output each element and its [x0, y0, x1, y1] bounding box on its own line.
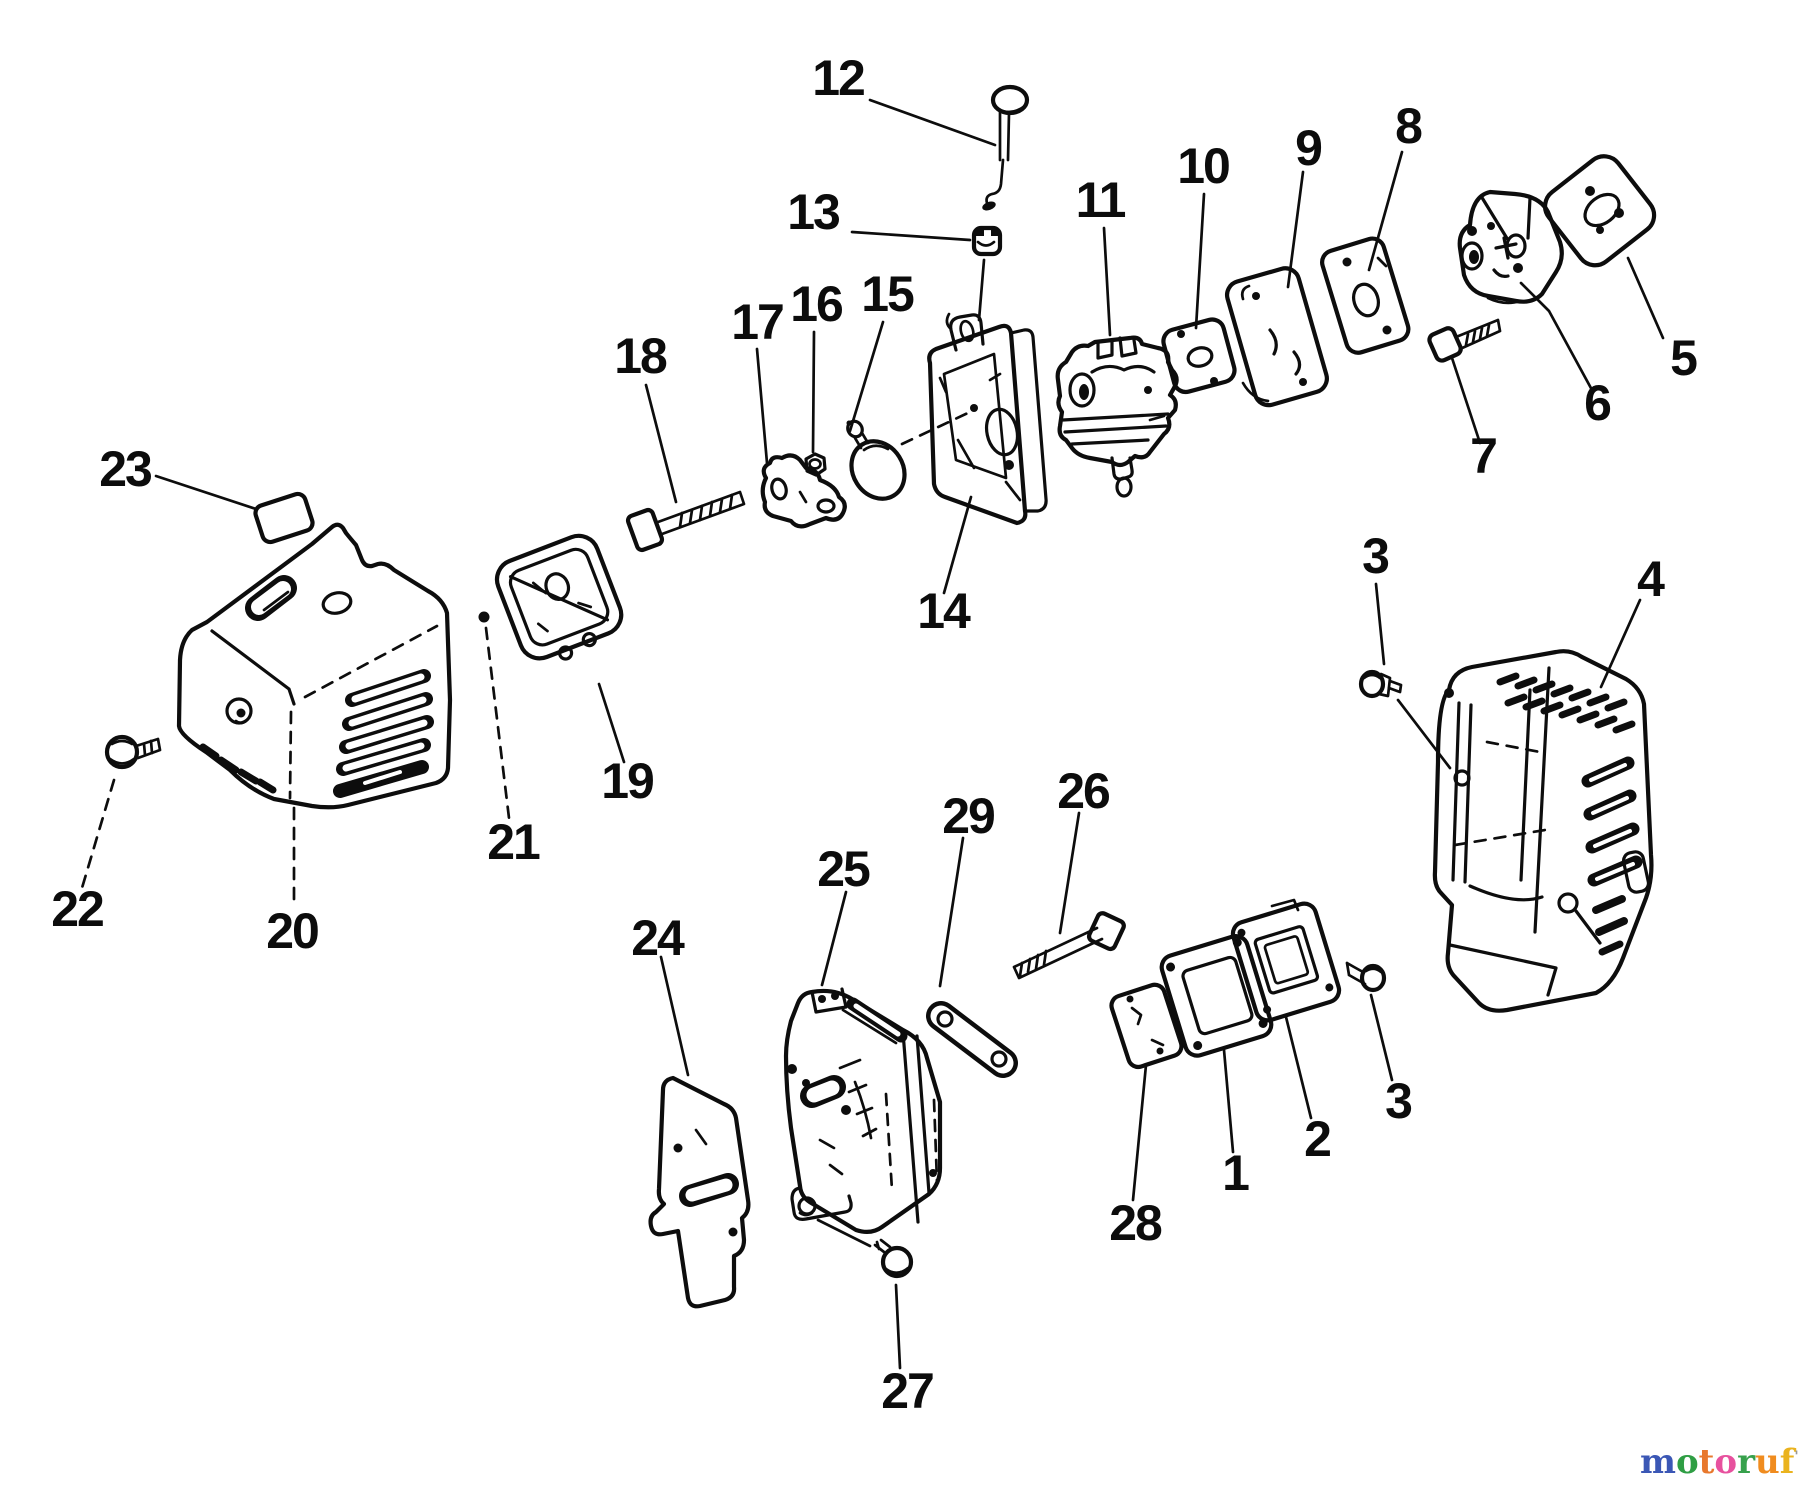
callout-4: 4 — [1637, 551, 1665, 607]
part-intake-gasket — [1320, 236, 1411, 355]
cover-louvers — [333, 669, 434, 798]
part-muffler-bolt — [1427, 318, 1502, 363]
part-air-cleaner-cover — [176, 522, 453, 810]
callout-26: 26 — [1057, 763, 1109, 819]
callout-13: 13 — [787, 184, 839, 240]
callout-10: 10 — [1177, 138, 1229, 194]
callout-25: 25 — [817, 841, 870, 897]
callout-2: 2 — [1304, 1111, 1330, 1167]
watermark-letter: f — [1779, 1442, 1795, 1483]
callout-6: 6 — [1584, 375, 1610, 431]
callout-19: 19 — [601, 753, 653, 809]
part-exhaust-port-gasket — [1159, 933, 1274, 1058]
part-muffler-long-bolt — [1012, 911, 1126, 980]
watermark-letter: t — [1698, 1442, 1715, 1483]
part-muffler-strap — [926, 1001, 1018, 1078]
part-heat-shield — [648, 1075, 751, 1309]
part-pin — [478, 611, 490, 623]
callout-5: 5 — [1670, 330, 1697, 386]
callout-3-upper: 3 — [1362, 528, 1388, 584]
part-flange-bolt-lower — [1345, 961, 1387, 993]
callout-20: 20 — [266, 903, 318, 959]
callout-12: 12 — [812, 50, 864, 106]
part-exhaust-flange — [1230, 898, 1342, 1023]
callout-21: 21 — [487, 814, 540, 870]
part-exhaust-gasket-upper — [1542, 154, 1657, 268]
watermark-trademark-mark: ' — [1794, 1449, 1799, 1465]
part-primer-bulb — [846, 419, 907, 501]
callout-9: 9 — [1295, 120, 1321, 176]
callout-1: 1 — [1222, 1145, 1249, 1201]
callout-18: 18 — [614, 328, 667, 384]
cover-top-vents — [1496, 672, 1636, 734]
part-muffler-cover — [1432, 649, 1654, 1013]
part-decal — [253, 491, 315, 545]
part-air-filter-element — [494, 533, 624, 661]
part-carburetor — [1055, 335, 1179, 498]
watermark-letter: u — [1755, 1442, 1780, 1483]
part-choke-rod — [982, 84, 1030, 211]
part-carburetor-gasket — [1161, 317, 1237, 395]
part-cover-bolt-upper — [1358, 669, 1403, 699]
part-air-cleaner-bolt — [625, 490, 746, 553]
part-nut — [804, 452, 827, 477]
callout-11: 11 — [1076, 172, 1126, 228]
part-air-cleaner-housing — [900, 312, 1048, 526]
callout-8: 8 — [1395, 98, 1422, 154]
part-muffler — [783, 987, 943, 1248]
watermark-letter: m — [1640, 1442, 1676, 1483]
part-grommet — [971, 225, 1003, 257]
cover-side-vents — [1581, 756, 1643, 956]
callout-24: 24 — [631, 910, 685, 966]
callout-27: 27 — [881, 1363, 933, 1419]
callout-3-lower: 3 — [1385, 1073, 1411, 1129]
callout-17: 17 — [731, 294, 783, 350]
part-insulator-plate — [1224, 266, 1329, 408]
watermark-suffix: .de — [1799, 1456, 1800, 1478]
callout-22: 22 — [51, 881, 103, 937]
watermark-letter: r — [1737, 1442, 1755, 1483]
callout-15: 15 — [861, 266, 914, 322]
watermark-letter: o — [1714, 1442, 1738, 1483]
callout-16: 16 — [790, 276, 842, 332]
part-shield-plate — [1109, 982, 1184, 1070]
callout-23: 23 — [99, 441, 151, 497]
callout-28: 28 — [1109, 1195, 1162, 1251]
callout-7: 7 — [1470, 428, 1496, 484]
callout-29: 29 — [942, 788, 994, 844]
part-muffler-body — [1457, 189, 1564, 305]
callouts: 12 13 11 10 9 8 5 6 7 18 17 16 15 14 23 … — [51, 50, 1699, 1419]
part-choke-lever — [760, 453, 847, 529]
part-bracket-screw — [873, 1238, 914, 1279]
watermark-motoruf: motoruf'.de — [1640, 1440, 1800, 1484]
leader-lines — [80, 98, 1665, 1370]
callout-14: 14 — [917, 583, 971, 639]
watermark-letter: o — [1675, 1442, 1699, 1483]
part-cover-screw — [104, 734, 162, 770]
